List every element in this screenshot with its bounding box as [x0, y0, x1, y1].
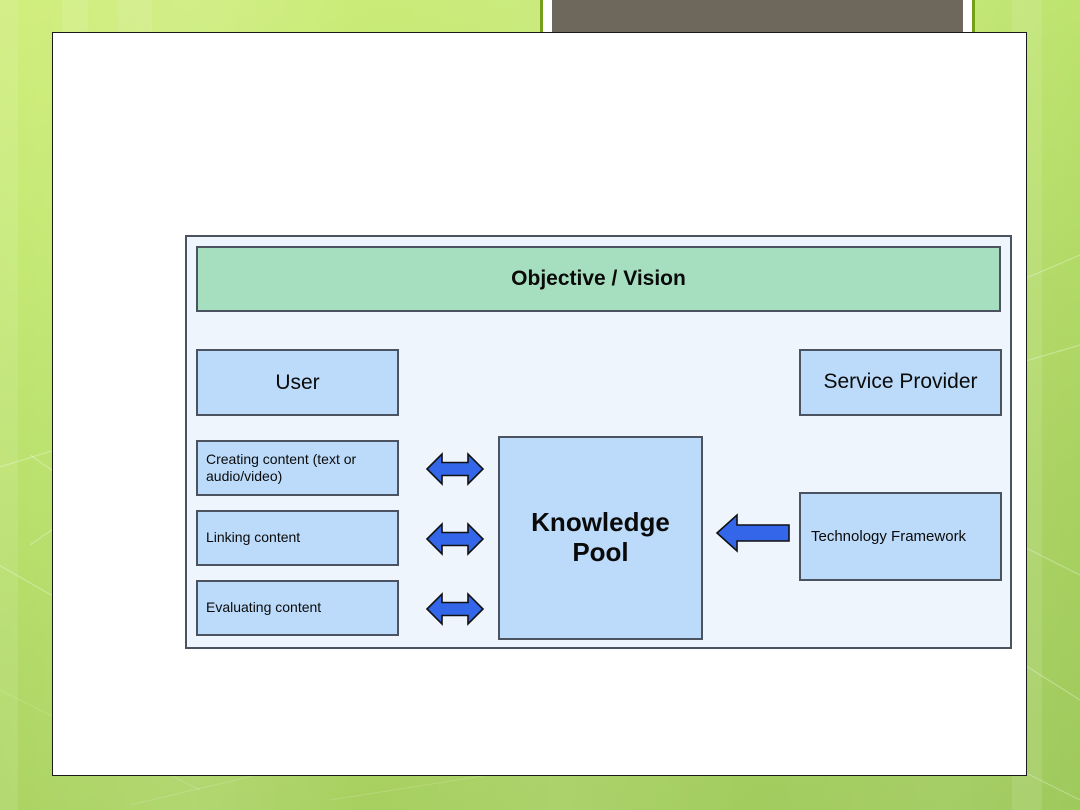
double-headed-arrow-icon	[425, 449, 485, 489]
service-provider-box: Service Provider	[799, 349, 1002, 416]
service-provider-label: Service Provider	[823, 370, 978, 394]
linking-content-label: Linking content	[206, 529, 301, 546]
objective-vision-label: Objective / Vision	[511, 267, 686, 290]
knowledge-pool-box: Knowledge Pool	[498, 436, 703, 640]
objective-vision-header: Objective / Vision	[196, 246, 1001, 312]
evaluating-content-label: Evaluating content	[206, 599, 322, 616]
user-label: User	[275, 370, 320, 394]
knowledge-pool-label: Knowledge Pool	[531, 507, 670, 567]
creating-content-label: Creating content (text or audio/video)	[206, 450, 357, 485]
slide-content-panel: Objective / Vision User Service Provider…	[52, 32, 1027, 776]
double-headed-arrow-icon	[425, 519, 485, 559]
double-headed-arrow-icon	[425, 589, 485, 629]
evaluating-content-box: Evaluating content	[196, 580, 399, 636]
creating-content-box: Creating content (text or audio/video)	[196, 440, 399, 496]
user-box: User	[196, 349, 399, 416]
technology-framework-label: Technology Framework	[811, 527, 967, 545]
linking-content-box: Linking content	[196, 510, 399, 566]
left-arrow-icon	[715, 512, 791, 554]
knowledge-pool-diagram: Objective / Vision User Service Provider…	[185, 235, 1012, 649]
technology-framework-box: Technology Framework	[799, 492, 1002, 581]
